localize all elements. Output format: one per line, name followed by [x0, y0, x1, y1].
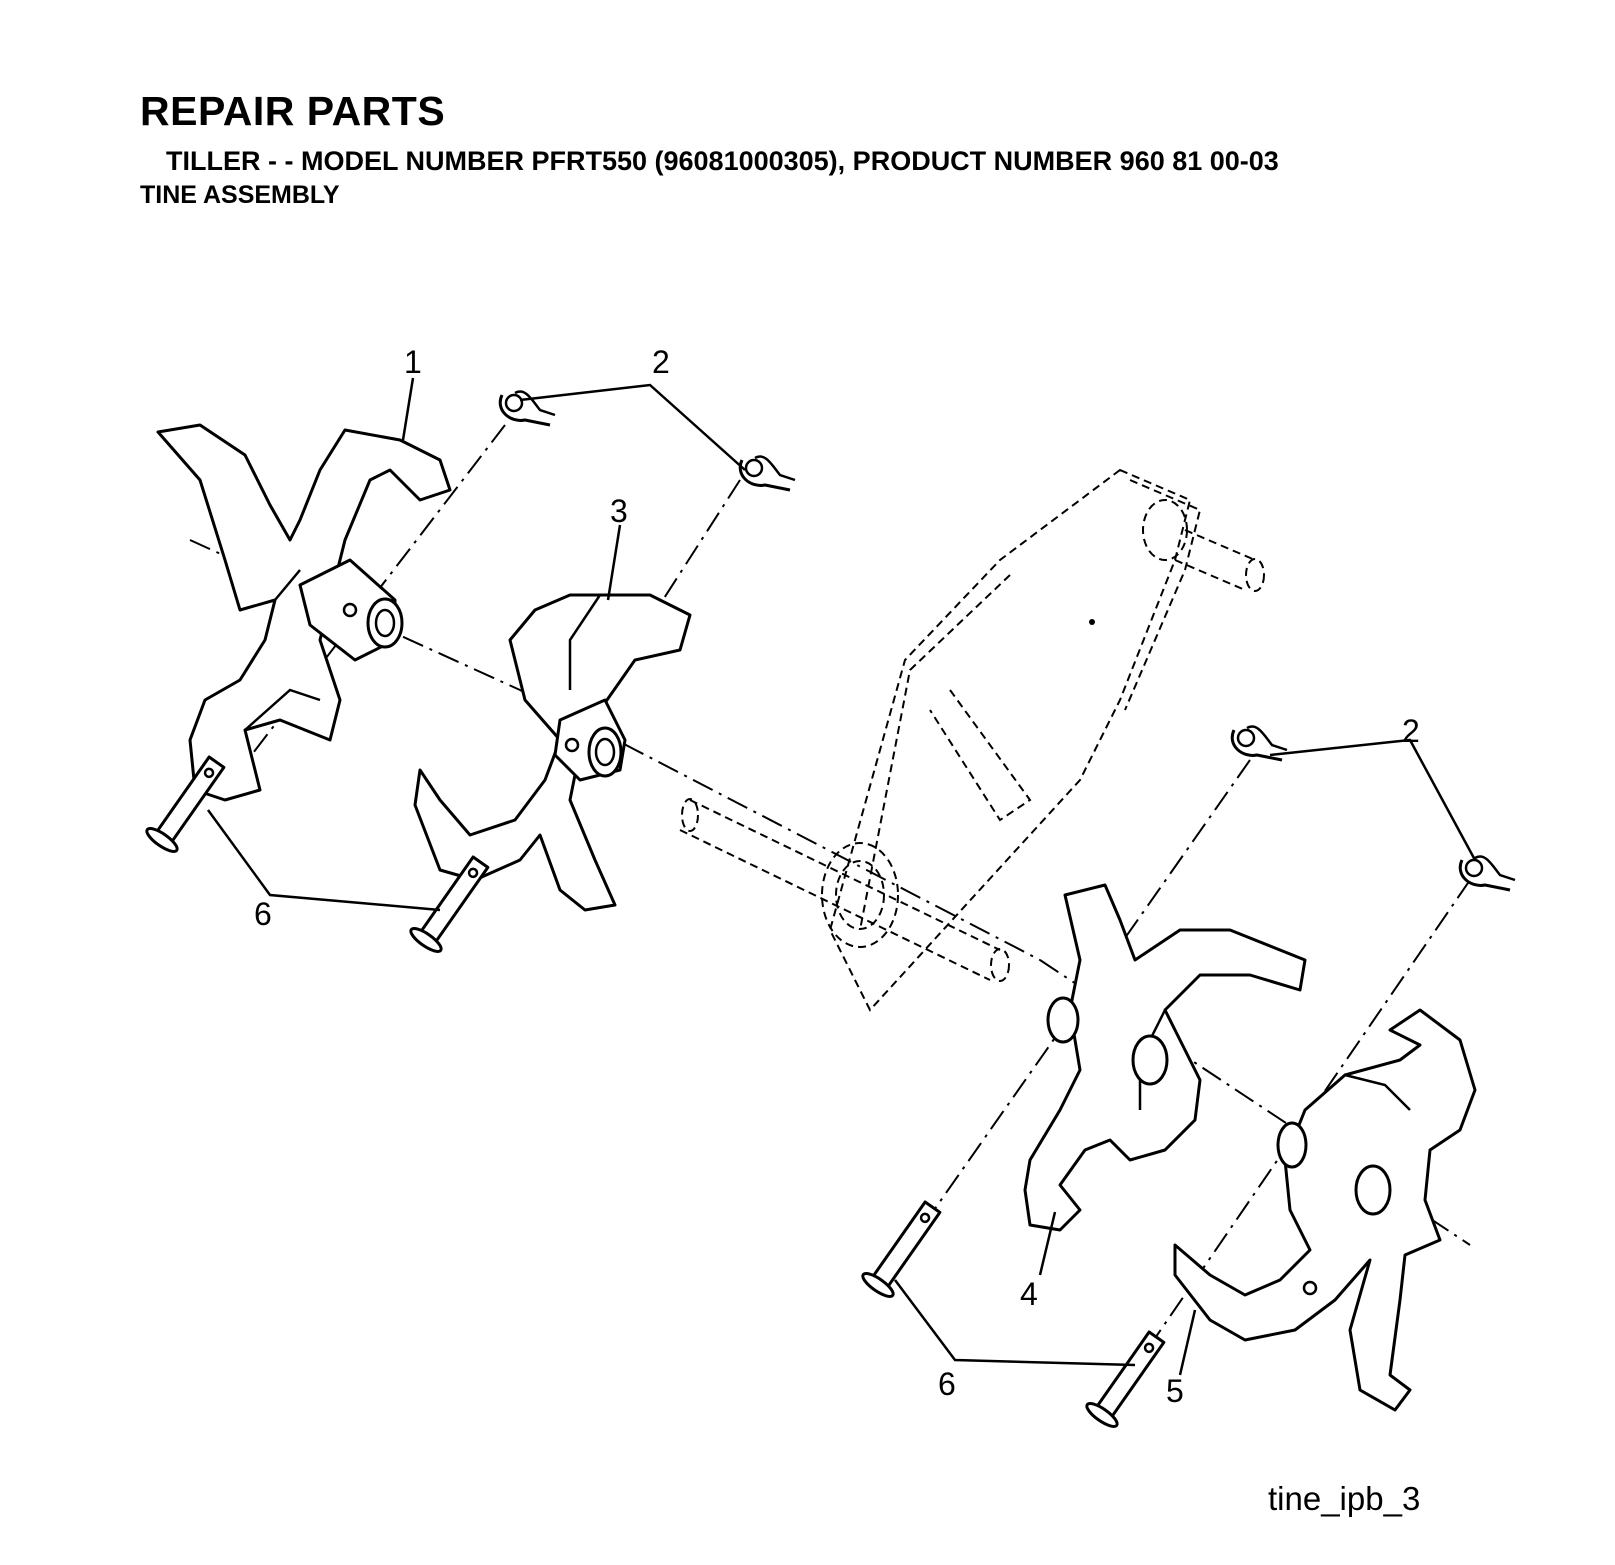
figure-id: tine_ipb_3: [1268, 1480, 1421, 1517]
tine-part-1: [156, 423, 452, 802]
transmission-phantom: [679, 468, 1265, 1012]
clevis-pin: [145, 755, 226, 853]
clevis-pin: [409, 855, 490, 953]
model-subtitle: TILLER - - MODEL NUMBER PFRT550 (9608100…: [166, 146, 1279, 176]
tine-part-5: [1173, 1008, 1477, 1412]
callout-2: 2: [1402, 713, 1420, 749]
callout-4: 4: [1020, 1276, 1038, 1312]
clevis-pin: [861, 1200, 942, 1298]
page-title: REPAIR PARTS: [140, 88, 446, 134]
section-title: TINE ASSEMBLY: [140, 181, 340, 209]
callout-1: 1: [404, 344, 422, 380]
hairpin-clip: [1458, 855, 1516, 892]
clevis-pins-part-6: [145, 755, 1166, 1428]
callout-6: 6: [938, 1366, 956, 1402]
callout-6: 6: [254, 896, 272, 932]
tine-part-3: [413, 593, 692, 912]
callout-5: 5: [1166, 1373, 1184, 1409]
callout-3: 3: [610, 493, 628, 529]
tine-part-4: [1023, 883, 1307, 1232]
centerlines: [189, 424, 1471, 1361]
hairpin-clip: [738, 455, 796, 492]
hairpin-clip: [1230, 725, 1288, 762]
hairpin-clip: [498, 390, 556, 427]
callouts: 1 2 3 6 2 4 6 5: [254, 344, 1420, 1409]
callout-2: 2: [652, 344, 670, 380]
leader-lines: [206, 377, 1477, 1376]
clevis-pin: [1085, 1330, 1166, 1428]
